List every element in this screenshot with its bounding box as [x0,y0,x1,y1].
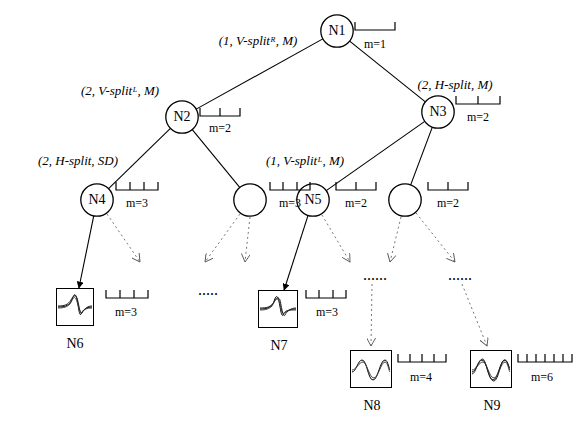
scale-ruler [116,182,158,190]
node-name: N3 [429,105,446,119]
scale-ruler [428,182,468,190]
tree-edge [79,216,94,288]
scale-ruler [106,290,148,298]
node-name: N8 [363,399,380,413]
node-name: N2 [173,110,190,124]
dotted-branch [322,215,350,262]
circle-outline [297,184,329,216]
circle-outline [81,184,113,216]
edge-layer [79,39,432,290]
split-annotation: (2, V-splitᴸ, M) [81,84,159,97]
scale-ruler [355,22,395,30]
scale-label: m=2 [467,111,489,123]
dotted-branch [245,217,250,262]
scale-ruler [200,108,240,116]
leaf-box: N7m=3 [258,290,298,328]
dotted-branch [462,284,487,346]
ellipsis-label: ...... [448,267,472,283]
node-name: N1 [328,24,345,38]
tree-edge [196,39,323,109]
tree-node-circle: (2, H-split, SD)N4m=3 [80,183,114,217]
scale-ruler [518,354,572,362]
scale-ruler [456,96,500,104]
tree-node-circle: m=3 [233,183,267,217]
node-name: N7 [270,339,287,353]
tree-node-circle: m=2 [388,183,422,217]
scale-label: m=3 [316,306,338,318]
circle-outline [233,183,267,217]
circle-outline [321,15,353,47]
dotted-branch [107,214,140,262]
tree-edge [284,215,308,290]
scale-label: m=6 [531,371,553,383]
dotted-branch [416,213,455,262]
tree-edge [192,130,239,188]
waveform-plot [260,297,296,316]
tree-node-circle: (1, V-splitᴿ, M)N1m=1 [320,14,354,48]
node-name: N6 [66,337,83,351]
split-annotation: (1, V-splitᴿ, M) [219,34,298,47]
scale-label: m=3 [115,306,137,318]
circle-outline [166,101,198,133]
waveforms [58,295,510,381]
split-annotation: (2, H-split, SD) [38,154,118,167]
tree-edge [350,41,426,102]
node-name: N5 [304,193,321,207]
scale-ruler [306,290,346,298]
dotted-branches [107,213,487,346]
waveform-plot [352,360,390,380]
scale-label: m=4 [410,371,432,383]
scale-label: m=2 [345,197,367,209]
circle-outline [389,184,421,216]
scale-label: m=3 [126,197,148,209]
tree-node-circle: (2, V-splitᴸ, M)N2m=2 [165,100,199,134]
scale-label: m=2 [437,197,459,209]
ellipsis-label: ...... [363,267,387,283]
dotted-branch [205,214,240,262]
node-name: N9 [483,399,500,413]
split-annotation: (1, V-splitᴸ, M) [266,154,344,167]
leaf-box: N9m=6 [470,350,512,388]
scale-label: m=2 [209,122,231,134]
ellipsis-label: ..... [198,282,218,298]
scale-ruler [336,182,376,190]
leaf-box: N6m=3 [56,288,94,326]
tree-node-circle: (1, V-splitᴸ, M)N5m=2 [296,183,330,217]
tree-edge [411,127,433,185]
scale-rulers [106,22,572,362]
circle-outline [422,96,454,128]
waveform-plot [472,359,510,381]
scale-ruler [398,354,446,362]
tree-node-circle: (2, H-split, M)N3m=2 [421,95,455,129]
circle-outline [388,183,422,217]
dotted-branch [390,217,401,262]
waveform-plot [58,295,92,315]
dotted-branch [371,284,372,346]
scale-label: m=1 [364,38,386,50]
split-annotation: (2, H-split, M) [417,78,492,91]
circle-outline [234,184,266,216]
leaf-box: N8m=4 [350,350,392,388]
node-name: N4 [88,193,105,207]
